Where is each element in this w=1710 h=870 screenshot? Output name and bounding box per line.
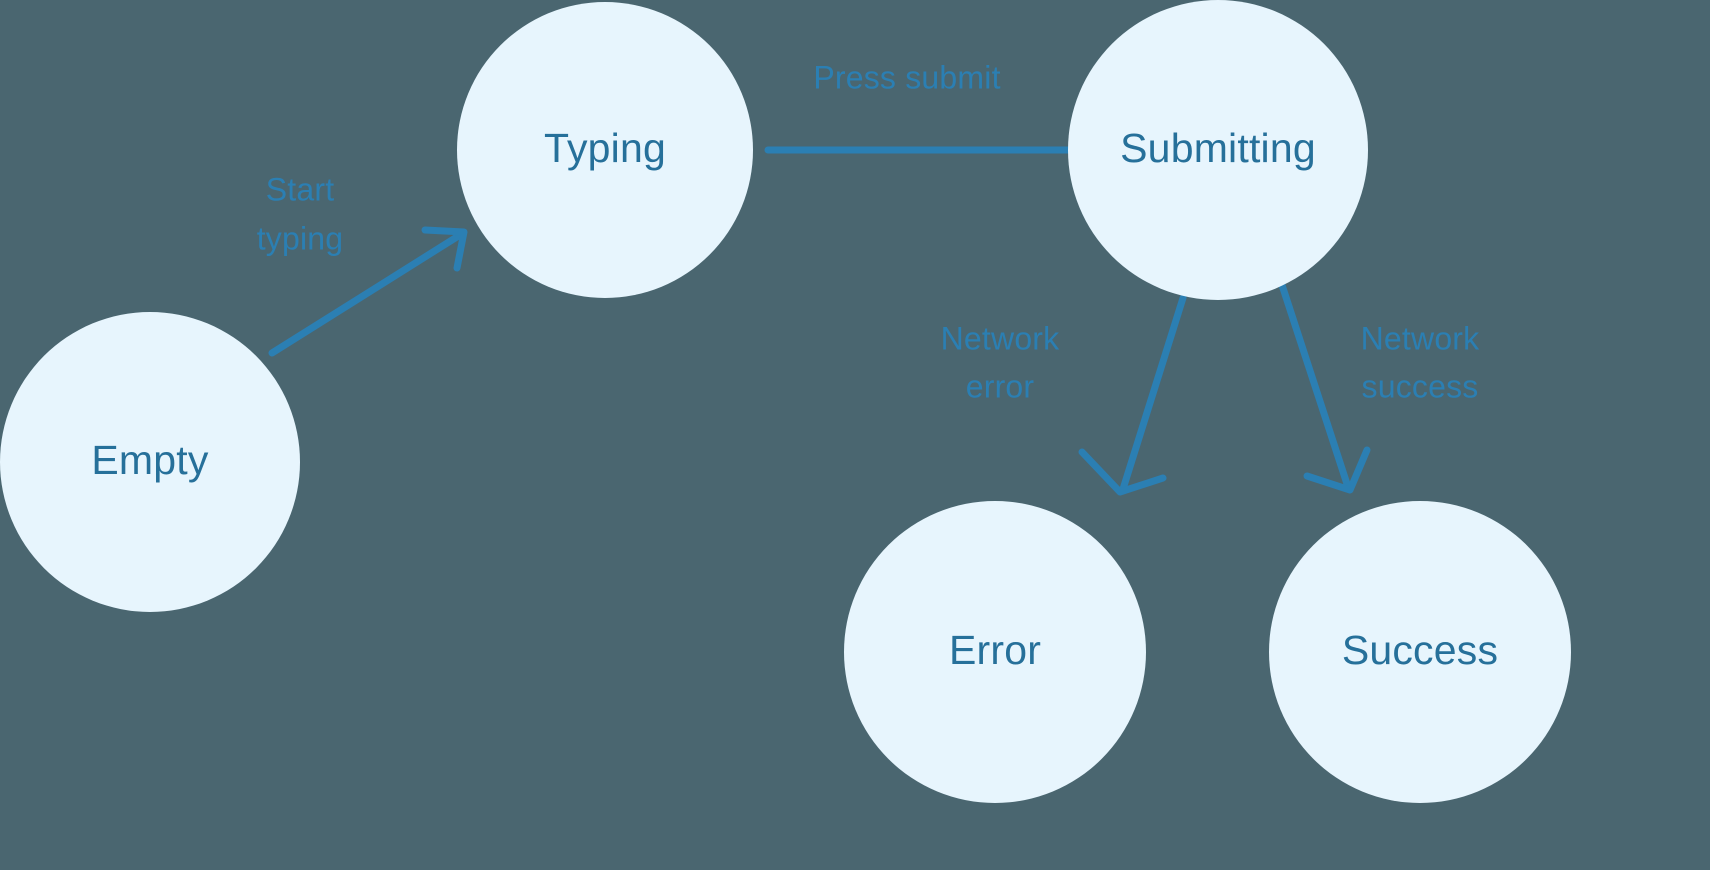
- arrowhead-empty-to-typing: [421, 226, 468, 272]
- edge-empty-to-typing: [268, 226, 468, 357]
- state-node-empty-circle[interactable]: [0, 312, 300, 612]
- edge-label-typing-to-submitting: Press submit: [813, 59, 1000, 95]
- state-node-error-circle[interactable]: [844, 501, 1146, 803]
- edge-line-submitting-to-success: [1278, 281, 1352, 491]
- state-node-success-circle[interactable]: [1269, 501, 1571, 803]
- edge-line-submitting-to-error: [1119, 294, 1187, 493]
- edge-line-empty-to-typing: [268, 231, 464, 357]
- state-node-empty-label: Empty: [91, 437, 208, 483]
- arrowhead-submitting-to-success: [1303, 446, 1371, 494]
- edge-submitting-to-error: [1078, 294, 1187, 496]
- edge-label-submitting-to-success: Network success: [1361, 320, 1481, 404]
- state-node-success[interactable]: Success: [1269, 501, 1571, 803]
- state-node-submitting[interactable]: Submitting: [1068, 0, 1368, 300]
- state-node-typing[interactable]: Typing: [457, 2, 753, 298]
- edge-label-line-2: error: [966, 368, 1035, 404]
- state-node-submitting-label: Submitting: [1120, 125, 1316, 171]
- state-node-typing-circle[interactable]: [457, 2, 753, 298]
- state-node-error[interactable]: Error: [844, 501, 1146, 803]
- edge-label-line-1: Press submit: [813, 59, 1000, 95]
- edge-label-line-2: success: [1362, 368, 1479, 404]
- edge-submitting-to-success: [1278, 281, 1371, 494]
- state-node-empty[interactable]: Empty: [0, 312, 300, 612]
- edge-label-line-1: Network: [1361, 320, 1481, 356]
- state-node-error-label: Error: [949, 627, 1041, 673]
- edge-label-line-2: typing: [257, 220, 344, 256]
- state-node-submitting-circle[interactable]: [1068, 0, 1368, 300]
- state-node-success-label: Success: [1342, 627, 1498, 673]
- arrowhead-submitting-to-error: [1078, 448, 1167, 496]
- edge-label-line-1: Start: [266, 171, 335, 207]
- edge-label-line-1: Network: [941, 320, 1061, 356]
- state-node-typing-label: Typing: [544, 125, 666, 171]
- edge-label-empty-to-typing: Start typing: [257, 171, 344, 256]
- edge-label-submitting-to-error: Network error: [941, 320, 1061, 404]
